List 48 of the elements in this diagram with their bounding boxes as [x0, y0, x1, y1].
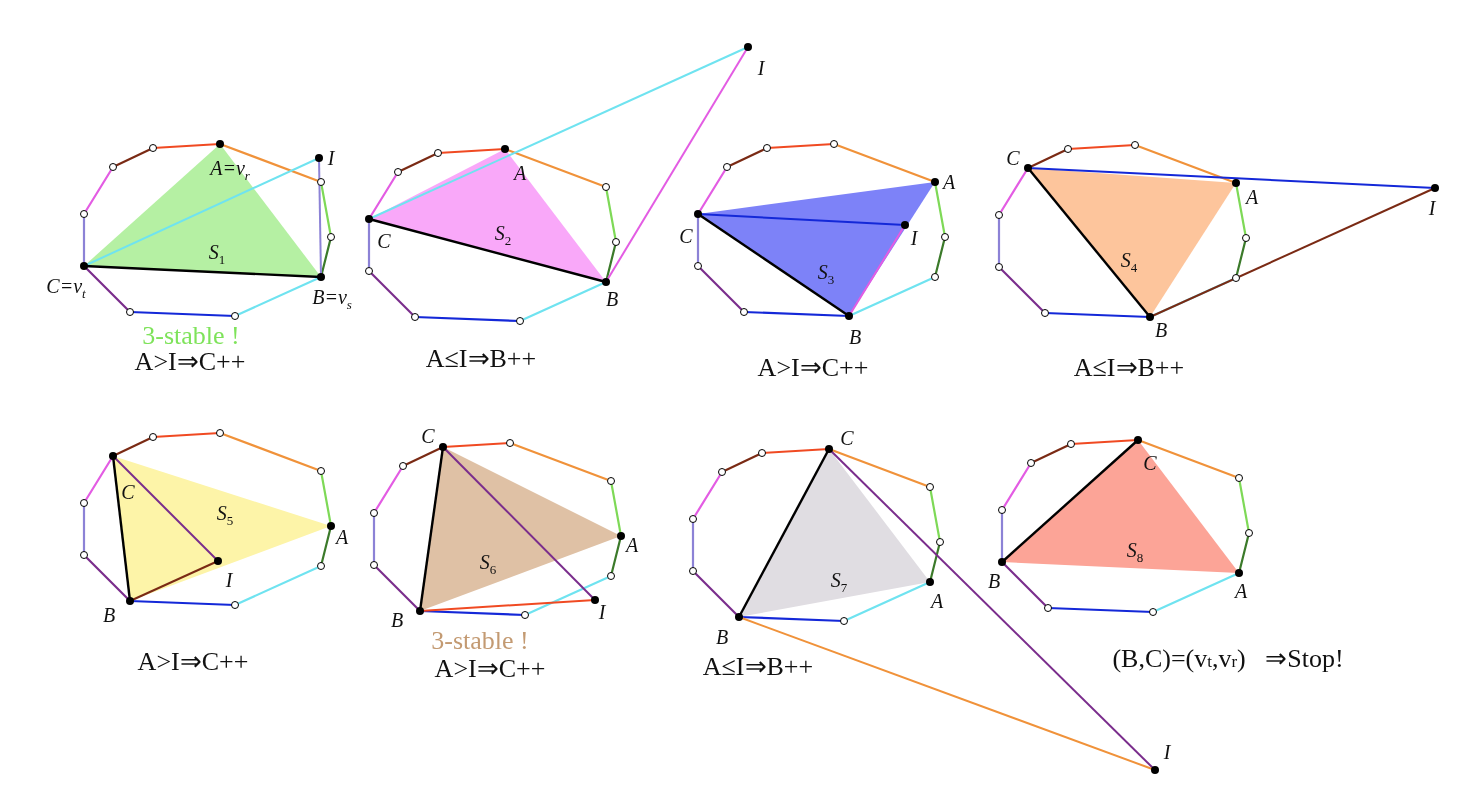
point-label: C: [1143, 453, 1157, 473]
rule-caption: A>I⇒C++: [757, 355, 869, 381]
point-label: C=v$_{t}$: [46, 276, 86, 300]
point-label: I: [910, 228, 918, 248]
status-note: 3-stable !: [142, 323, 240, 349]
point-label: B: [987, 571, 1001, 591]
point-label: I: [757, 58, 765, 78]
point-label: A: [942, 172, 956, 192]
point-label: A: [513, 163, 527, 183]
point-label: B: [848, 327, 862, 347]
point-label: A: [335, 527, 349, 547]
point-label: A: [930, 591, 944, 611]
rule-caption: A>I⇒C++: [134, 349, 246, 375]
point-label: I: [1428, 198, 1436, 218]
point-label: I: [225, 570, 233, 590]
point-label: I: [598, 602, 606, 622]
area-label: S$_{8}$: [1126, 540, 1144, 564]
point-label: C: [1006, 148, 1020, 168]
rule-caption: A>I⇒C++: [434, 656, 546, 682]
area-label: S$_{4}$: [1120, 250, 1138, 274]
point-label: C: [377, 231, 391, 251]
point-label: B: [1154, 320, 1168, 340]
point-label: I: [327, 148, 335, 168]
point-label: B=v$_{s}$: [312, 287, 352, 311]
rule-caption: A≤I⇒B++: [702, 654, 814, 680]
point-label: C: [421, 426, 435, 446]
area-label: S$_{1}$: [208, 242, 226, 266]
point-label: C: [840, 428, 854, 448]
point-label: B: [715, 627, 729, 647]
point-label: B: [605, 289, 619, 309]
point-label: B: [102, 605, 116, 625]
point-label: A: [1234, 581, 1248, 601]
area-label: S$_{6}$: [479, 552, 497, 576]
point-label: C: [121, 482, 135, 502]
area-label: S$_{7}$: [830, 570, 848, 594]
point-label: A: [1245, 187, 1259, 207]
point-label: A: [625, 535, 639, 555]
point-label: A=v$_{r}$: [210, 158, 250, 182]
point-label: B: [390, 610, 404, 630]
point-label: C: [679, 226, 693, 246]
rule-caption: A≤I⇒B++: [1073, 355, 1185, 381]
status-note: 3-stable !: [431, 628, 529, 654]
rule-caption: A>I⇒C++: [137, 649, 249, 675]
area-label: S$_{2}$: [494, 223, 512, 247]
rule-caption: A≤I⇒B++: [425, 346, 537, 372]
area-label: S$_{5}$: [216, 503, 234, 527]
area-label: S$_{3}$: [817, 262, 835, 286]
point-label: I: [1163, 742, 1171, 762]
